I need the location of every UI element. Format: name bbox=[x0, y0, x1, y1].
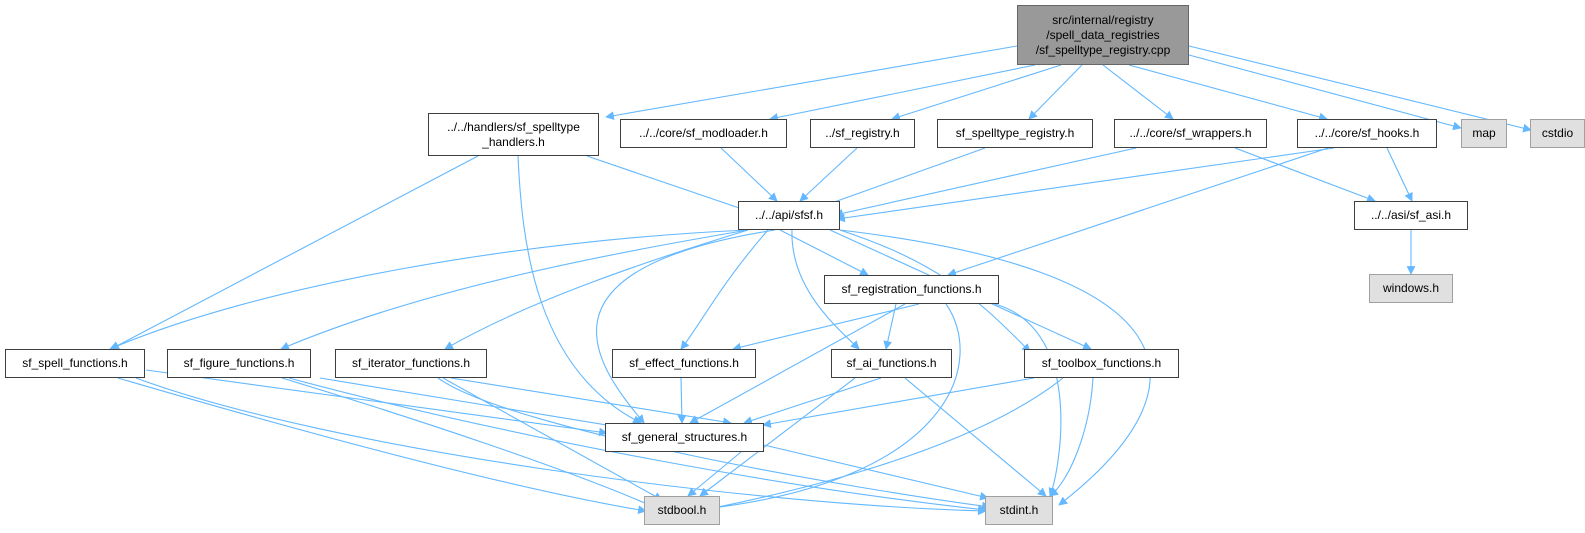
node-hooks-header[interactable]: ../../core/sf_hooks.h bbox=[1297, 119, 1437, 148]
dependency-edge bbox=[720, 147, 778, 202]
dependency-edge bbox=[586, 155, 749, 213]
node-modloader-header[interactable]: ../../core/sf_modloader.h bbox=[620, 119, 787, 148]
dependency-edge bbox=[444, 229, 749, 350]
node-registry-header[interactable]: ../sf_registry.h bbox=[810, 119, 915, 148]
node-cstdio-system-header: cstdio bbox=[1530, 119, 1585, 148]
dependency-edge bbox=[281, 377, 655, 508]
dependency-edge bbox=[779, 229, 869, 276]
dependency-edge bbox=[799, 147, 858, 202]
dependency-edge bbox=[110, 155, 479, 350]
dependency-edge bbox=[1028, 64, 1083, 120]
dependency-edge bbox=[811, 147, 986, 212]
node-stdint-system-header: stdint.h bbox=[985, 496, 1053, 525]
dependency-edge bbox=[1188, 54, 1462, 131]
node-spell-functions-header[interactable]: sf_spell_functions.h bbox=[5, 349, 145, 378]
dependency-edge bbox=[743, 377, 882, 425]
dependency-edge bbox=[839, 229, 1151, 506]
node-handlers-header[interactable]: ../../handlers/sf_spelltype _handlers.h bbox=[428, 113, 599, 156]
dependency-edge bbox=[763, 444, 989, 501]
dependency-edge bbox=[904, 377, 1047, 497]
dependency-edge bbox=[836, 147, 1335, 223]
dependency-edge bbox=[994, 303, 1062, 497]
dependency-edge bbox=[834, 147, 1137, 218]
node-spelltype-registry-header[interactable]: sf_spelltype_registry.h bbox=[937, 119, 1093, 148]
dependency-edge bbox=[689, 303, 906, 424]
dependency-edge bbox=[791, 229, 860, 350]
dependency-edge bbox=[677, 377, 687, 424]
dependency-edge bbox=[145, 369, 608, 437]
dependency-edge bbox=[680, 229, 769, 350]
dependency-edge bbox=[280, 229, 749, 350]
node-registration-functions-header[interactable]: sf_registration_functions.h bbox=[824, 275, 999, 304]
node-windows-system-header: windows.h bbox=[1369, 274, 1453, 303]
dependency-edge bbox=[450, 377, 732, 427]
dependency-edge bbox=[762, 377, 1035, 428]
node-general-structures-header[interactable]: sf_general_structures.h bbox=[605, 423, 764, 452]
dependency-edge bbox=[699, 377, 856, 497]
dependency-edge bbox=[605, 45, 1018, 120]
dependency-edge bbox=[1188, 45, 1532, 133]
node-figure-functions-header[interactable]: sf_figure_functions.h bbox=[167, 349, 311, 378]
dependency-edge bbox=[708, 377, 1064, 512]
dependency-edge bbox=[1128, 64, 1328, 122]
node-wrappers-header[interactable]: ../../core/sf_wrappers.h bbox=[1114, 119, 1267, 148]
dependency-edge bbox=[517, 155, 642, 424]
dependency-edge bbox=[732, 303, 920, 352]
node-sfsf-header[interactable]: ../../api/sfsf.h bbox=[738, 201, 840, 230]
dependency-edge bbox=[1386, 147, 1413, 202]
dependency-edge bbox=[117, 377, 647, 515]
dependency-edge bbox=[1049, 377, 1094, 497]
node-map-system-header: map bbox=[1461, 119, 1507, 148]
dependency-edge bbox=[109, 229, 749, 350]
node-effect-functions-header[interactable]: sf_effect_functions.h bbox=[612, 349, 756, 378]
dependency-edge bbox=[135, 377, 987, 516]
dependency-edge bbox=[1234, 147, 1376, 203]
node-stdbool-system-header: stdbool.h bbox=[644, 496, 720, 525]
dependency-edge bbox=[769, 64, 1036, 122]
node-ai-functions-header[interactable]: sf_ai_functions.h bbox=[831, 349, 952, 378]
node-toolbox-functions-header[interactable]: sf_toolbox_functions.h bbox=[1024, 349, 1179, 378]
dependency-edge bbox=[437, 377, 991, 511]
dependency-edge bbox=[947, 147, 1329, 277]
node-root-file: src/internal/registry /spell_data_regist… bbox=[1017, 5, 1189, 65]
dependency-edge bbox=[319, 377, 638, 434]
dependency-edge bbox=[595, 229, 776, 424]
dependency-edge bbox=[1102, 64, 1174, 120]
dependency-edge bbox=[883, 303, 897, 350]
node-asi-header[interactable]: ../../asi/sf_asi.h bbox=[1354, 201, 1468, 230]
dependency-edge bbox=[687, 451, 742, 497]
node-iterator-functions-header[interactable]: sf_iterator_functions.h bbox=[335, 349, 487, 378]
dependency-edge bbox=[703, 303, 961, 513]
dependency-edge bbox=[891, 64, 1062, 121]
